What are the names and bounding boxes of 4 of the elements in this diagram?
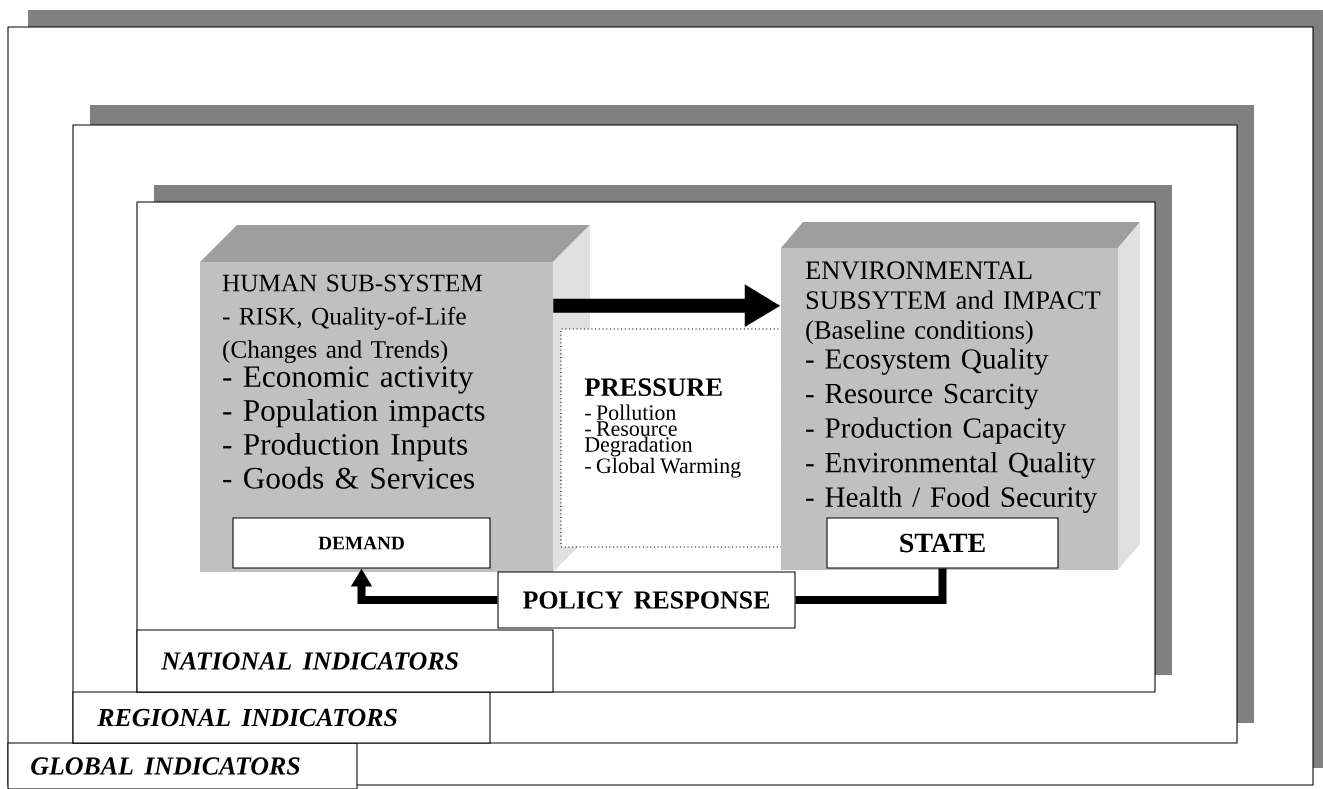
label-box: POLICY RESPONSE — [497, 571, 796, 629]
label-box: DEMAND — [232, 517, 491, 569]
label-box: STATE — [826, 517, 1059, 569]
dotted-box: PRESSURE - Pollution - Resource Degradation - Global Warming — [560, 328, 783, 548]
